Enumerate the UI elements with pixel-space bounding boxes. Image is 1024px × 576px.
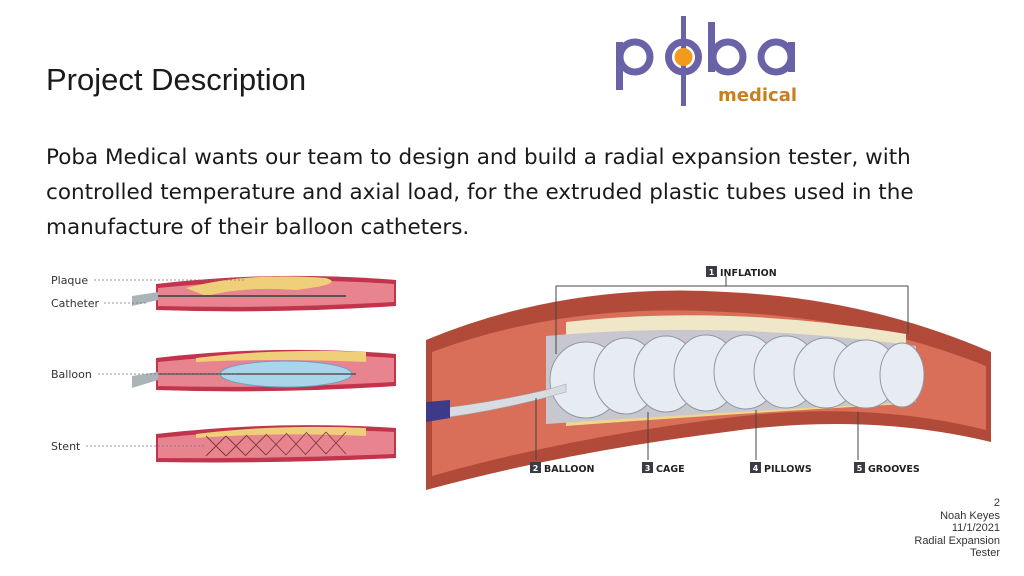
balloon-segments bbox=[549, 334, 925, 419]
label-plaque: Plaque bbox=[51, 274, 88, 287]
label-stent: Stent bbox=[51, 440, 81, 453]
poba-medical-logo: medical bbox=[616, 16, 797, 106]
slide-title: Project Description bbox=[46, 62, 307, 97]
label-balloon: Balloon bbox=[51, 368, 92, 381]
slide-footer: 2 Noah Keyes 11/1/2021 Radial Expansion … bbox=[914, 497, 1000, 560]
label-pillows: PILLOWS bbox=[764, 464, 812, 475]
poba-logo-mark bbox=[616, 16, 795, 106]
badge-pillows: 4 bbox=[753, 464, 759, 473]
vessel-stent bbox=[156, 425, 396, 463]
vessel-balloon bbox=[132, 349, 396, 392]
balloon-inflation-diagram: 1 INFLATION 2 BALLOON 3 CAGE 4 PILLOWS 5… bbox=[426, 266, 991, 490]
badge-inflation: 1 bbox=[709, 268, 715, 277]
label-balloon-callout: BALLOON bbox=[544, 464, 595, 475]
footer-project-line2: Tester bbox=[970, 547, 1000, 559]
label-grooves: GROOVES bbox=[868, 464, 920, 475]
page-number: 2 bbox=[993, 497, 1000, 509]
label-catheter: Catheter bbox=[51, 297, 100, 310]
badge-grooves: 5 bbox=[857, 464, 863, 473]
slide-body-text: Poba Medical wants our team to design an… bbox=[46, 145, 914, 240]
footer-project-line1: Radial Expansion bbox=[914, 534, 1000, 547]
footer-date: 11/1/2021 bbox=[951, 522, 1000, 534]
label-cage: CAGE bbox=[656, 464, 685, 475]
artery-procedure-diagram: Plaque Catheter Balloon Stent bbox=[51, 274, 396, 463]
logo-subtext: medical bbox=[718, 85, 797, 106]
vessel-plaque bbox=[132, 275, 396, 312]
badge-cage: 3 bbox=[645, 464, 651, 473]
label-inflation: INFLATION bbox=[720, 268, 777, 279]
badge-balloon: 2 bbox=[533, 464, 539, 473]
footer-author: Noah Keyes bbox=[940, 509, 1000, 522]
